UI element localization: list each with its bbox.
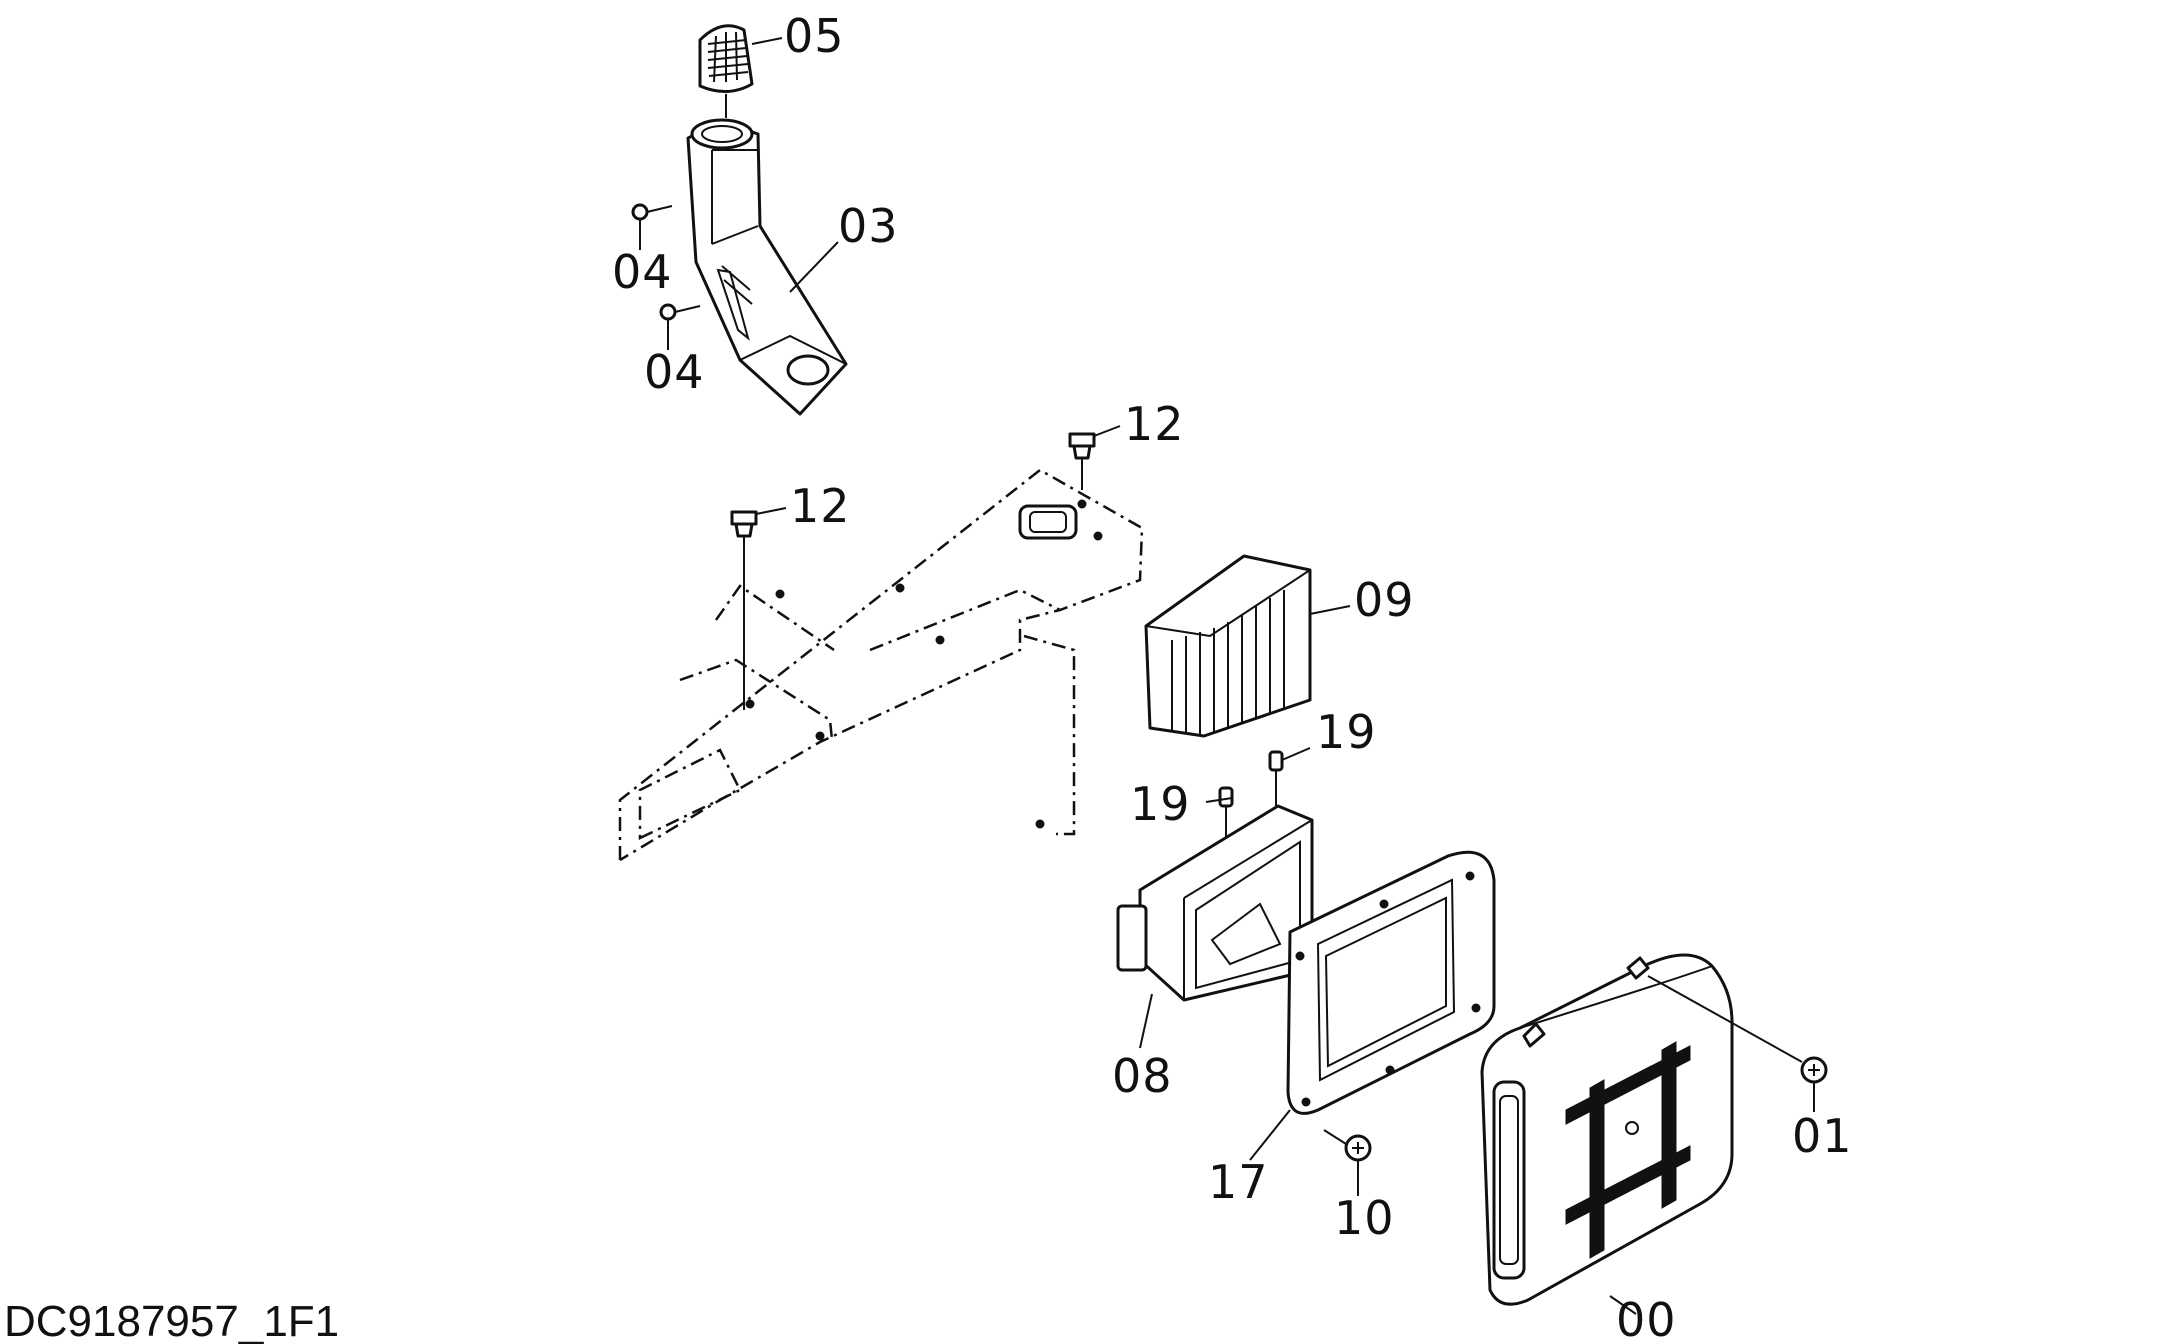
callout-19-left: 19: [1130, 777, 1191, 831]
callout-19-right: 19: [1316, 705, 1377, 759]
callout-00: 00: [1616, 1293, 1677, 1344]
part-05-louver-nozzle: [698, 24, 754, 118]
leader-lines: [639, 37, 1815, 1315]
callout-17: 17: [1208, 1155, 1269, 1209]
part-04-screw-a: [631, 203, 673, 221]
callout-10: 10: [1334, 1191, 1395, 1245]
part-04-screw-b: [659, 303, 701, 321]
callout-09: 09: [1354, 573, 1415, 627]
callout-12-upper: 12: [1124, 397, 1185, 451]
part-03-air-duct: [686, 118, 848, 416]
callout-04-lower: 04: [644, 345, 705, 399]
callout-04-upper: 04: [612, 245, 673, 299]
callout-05: 05: [784, 9, 845, 63]
part-00-front-cover: [1480, 953, 1734, 1306]
part-10-screw: [1323, 1129, 1372, 1162]
callout-01: 01: [1792, 1109, 1853, 1163]
part-12-bolt-a: [1068, 432, 1096, 490]
part-01-screw: [1647, 975, 1828, 1084]
part-12-bolt-b: [730, 510, 758, 710]
part-08-blower-housing: [1116, 804, 1314, 1002]
mounting-frame: [618, 468, 1144, 862]
callout-12-lower: 12: [790, 479, 851, 533]
callout-08: 08: [1112, 1049, 1173, 1103]
callout-03: 03: [838, 199, 899, 253]
drawing-code: DC9187957_1F1: [4, 1297, 339, 1344]
part-17-gasket: [1286, 850, 1496, 1115]
part-09-air-filter: [1144, 554, 1312, 738]
